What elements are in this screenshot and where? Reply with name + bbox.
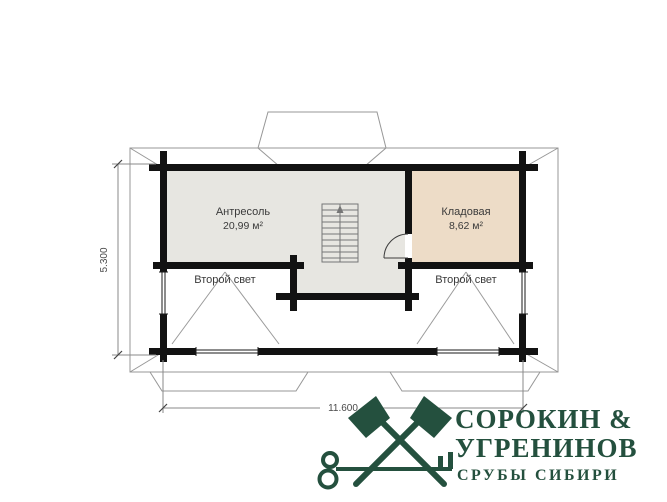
left-eave-bump: [149, 371, 309, 392]
windows: [159, 271, 528, 356]
wall-landing-left: [290, 255, 297, 311]
room-area-kladovaya: 8,62 м²: [449, 220, 484, 232]
room-area-antresol: 20,99 м²: [223, 220, 263, 232]
wall-kladovaya-upper: [405, 164, 412, 234]
wall-right: [519, 151, 526, 362]
second-light-markings: [171, 271, 515, 345]
logo-line-2: УГРЕНИНОВ: [455, 433, 638, 463]
kladovaya-door: [383, 233, 409, 259]
logo-line-1: СОРОКИН &: [455, 404, 633, 434]
stair-direction-arrow: [336, 205, 344, 213]
window-bottom-left: [195, 347, 259, 356]
room-labels: Антресоль 20,99 м² Кладовая 8,62 м² Втор…: [194, 206, 496, 286]
wall-mid-right: [398, 262, 533, 269]
dormer-outline: [257, 111, 387, 149]
room-label-kladovaya: Кладовая: [441, 206, 490, 218]
width-dimension-label: 11.600: [328, 403, 358, 414]
room-label-antresol: Антресоль: [216, 206, 271, 218]
right-eave-bump: [389, 371, 541, 392]
dimension-width: 11.600: [158, 360, 528, 414]
kladovaya-floor: [412, 171, 519, 262]
window-left-wall: [159, 271, 168, 315]
window-right-wall: [519, 271, 528, 315]
height-dimension-label: 5.300: [99, 247, 110, 272]
window-bottom-right: [436, 347, 500, 356]
company-logo: СОРОКИН & УГРЕНИНОВ СРУБЫ СИБИРИ: [317, 396, 638, 490]
wall-left: [160, 151, 167, 362]
logo-tagline: СРУБЫ СИБИРИ: [457, 467, 619, 484]
room-label-second-light-left: Второй свет: [194, 274, 255, 286]
room-fills: [167, 171, 519, 293]
staircase: [321, 203, 359, 263]
walls: [149, 151, 538, 362]
antresol-landing: [297, 262, 405, 293]
wall-landing-bottom: [276, 293, 419, 300]
roof-outline: [129, 111, 559, 392]
crossed-axes-and-key-icon: [317, 396, 453, 490]
wall-top: [149, 164, 538, 171]
wall-kladovaya-lower: [405, 258, 412, 311]
wall-bottom: [149, 348, 538, 355]
room-label-second-light-right: Второй свет: [435, 274, 496, 286]
dimension-height: 5.300: [99, 159, 156, 360]
antresol-floor: [167, 171, 405, 262]
wall-mid-left: [153, 262, 304, 269]
